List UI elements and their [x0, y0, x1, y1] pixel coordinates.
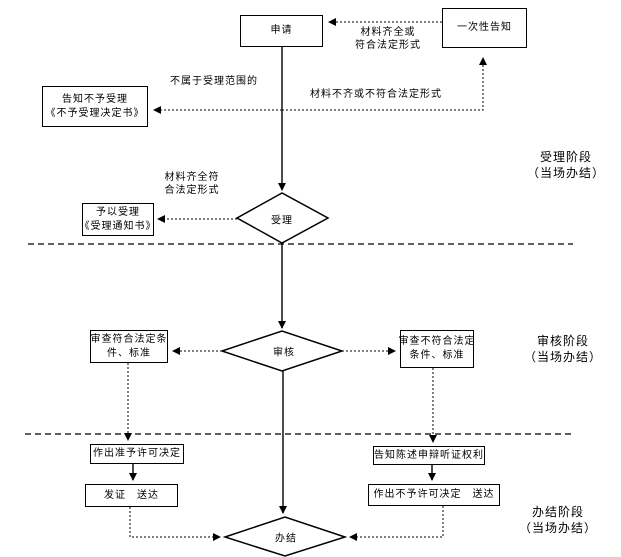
- accept-notice-line1: 予以受理: [96, 206, 140, 218]
- stage-label-accept: 受理阶段 （当场办结）: [516, 149, 616, 181]
- issue-deliver-box: 发证 送达: [85, 484, 178, 507]
- review-fail-line2: 条件、标准: [409, 350, 465, 361]
- stage-complete-note: （当场办结）: [518, 521, 597, 535]
- edge-label-out-of-scope: 不属于受理范围的: [170, 76, 258, 87]
- review-pass-line1: 审查符合法定条: [90, 333, 168, 345]
- edge-issue-to-complete: [129, 507, 221, 541]
- apply-box: 申请: [240, 15, 323, 47]
- stage-accept-name: 受理阶段: [539, 150, 592, 164]
- complete-diamond: [222, 516, 348, 557]
- review-pass-line2: 件、标准: [107, 347, 151, 359]
- review-pass-box: 审查符合法定条 件、标准: [90, 330, 168, 363]
- deny-decision-box: 作出不予许可决定 送达: [368, 484, 500, 506]
- one-time-notice-box: 一次性告知: [442, 8, 527, 48]
- apply-box-label: 申请: [270, 25, 293, 36]
- reject-notice-line1: 告知不予受理: [62, 93, 128, 105]
- accept-notice-line2: 《受理通知书》: [79, 220, 157, 232]
- stage-audit-note: （当场办结）: [523, 350, 602, 364]
- stage-complete-name: 办结阶段: [531, 505, 584, 519]
- audit-diamond-label: 审核: [273, 347, 295, 359]
- edge-label-materials-incomplete: 材料不齐或不符合法定形式: [310, 89, 442, 100]
- stage-label-audit: 审核阶段 （当场办结）: [513, 333, 613, 365]
- edge-incomplete-to-notice: [282, 57, 487, 111]
- deny-decision-label: 作出不予许可决定 送达: [373, 489, 495, 500]
- complete-diamond-label: 办结: [275, 533, 297, 545]
- edge-deny-to-complete: [349, 506, 444, 541]
- reject-notice-box: 告知不予受理 《不予受理决定书》: [42, 86, 148, 127]
- reject-notice-line2: 《不予受理决定书》: [45, 107, 145, 119]
- grant-decision-label: 作出准予许可决定: [93, 448, 181, 459]
- stage-label-complete: 办结阶段 （当场办结）: [508, 504, 608, 536]
- accept-notice-box: 予以受理 《受理通知书》: [79, 203, 157, 236]
- grant-decision-box: 作出准予许可决定: [90, 444, 184, 464]
- one-time-notice-label: 一次性告知: [457, 22, 512, 33]
- review-fail-line1: 审查不符合法定: [398, 336, 476, 347]
- edge-label-materials-complete: 材料齐全或 符合法定形式: [355, 27, 421, 51]
- inform-rights-box: 告知陈述申辩听证权利: [373, 446, 485, 465]
- inform-rights-label: 告知陈述申辩听证权利: [374, 449, 484, 461]
- stage-audit-name: 审核阶段: [536, 334, 589, 348]
- accept-diamond: [235, 192, 330, 244]
- stage-accept-note: （当场办结）: [526, 166, 605, 180]
- edge-label-materials-conform: 材料齐全符 合法定形式: [164, 172, 220, 196]
- issue-deliver-label: 发证 送达: [104, 489, 159, 501]
- audit-diamond: [219, 330, 345, 372]
- accept-diamond-label: 受理: [271, 215, 293, 227]
- review-fail-box: 审查不符合法定 条件、标准: [398, 330, 476, 368]
